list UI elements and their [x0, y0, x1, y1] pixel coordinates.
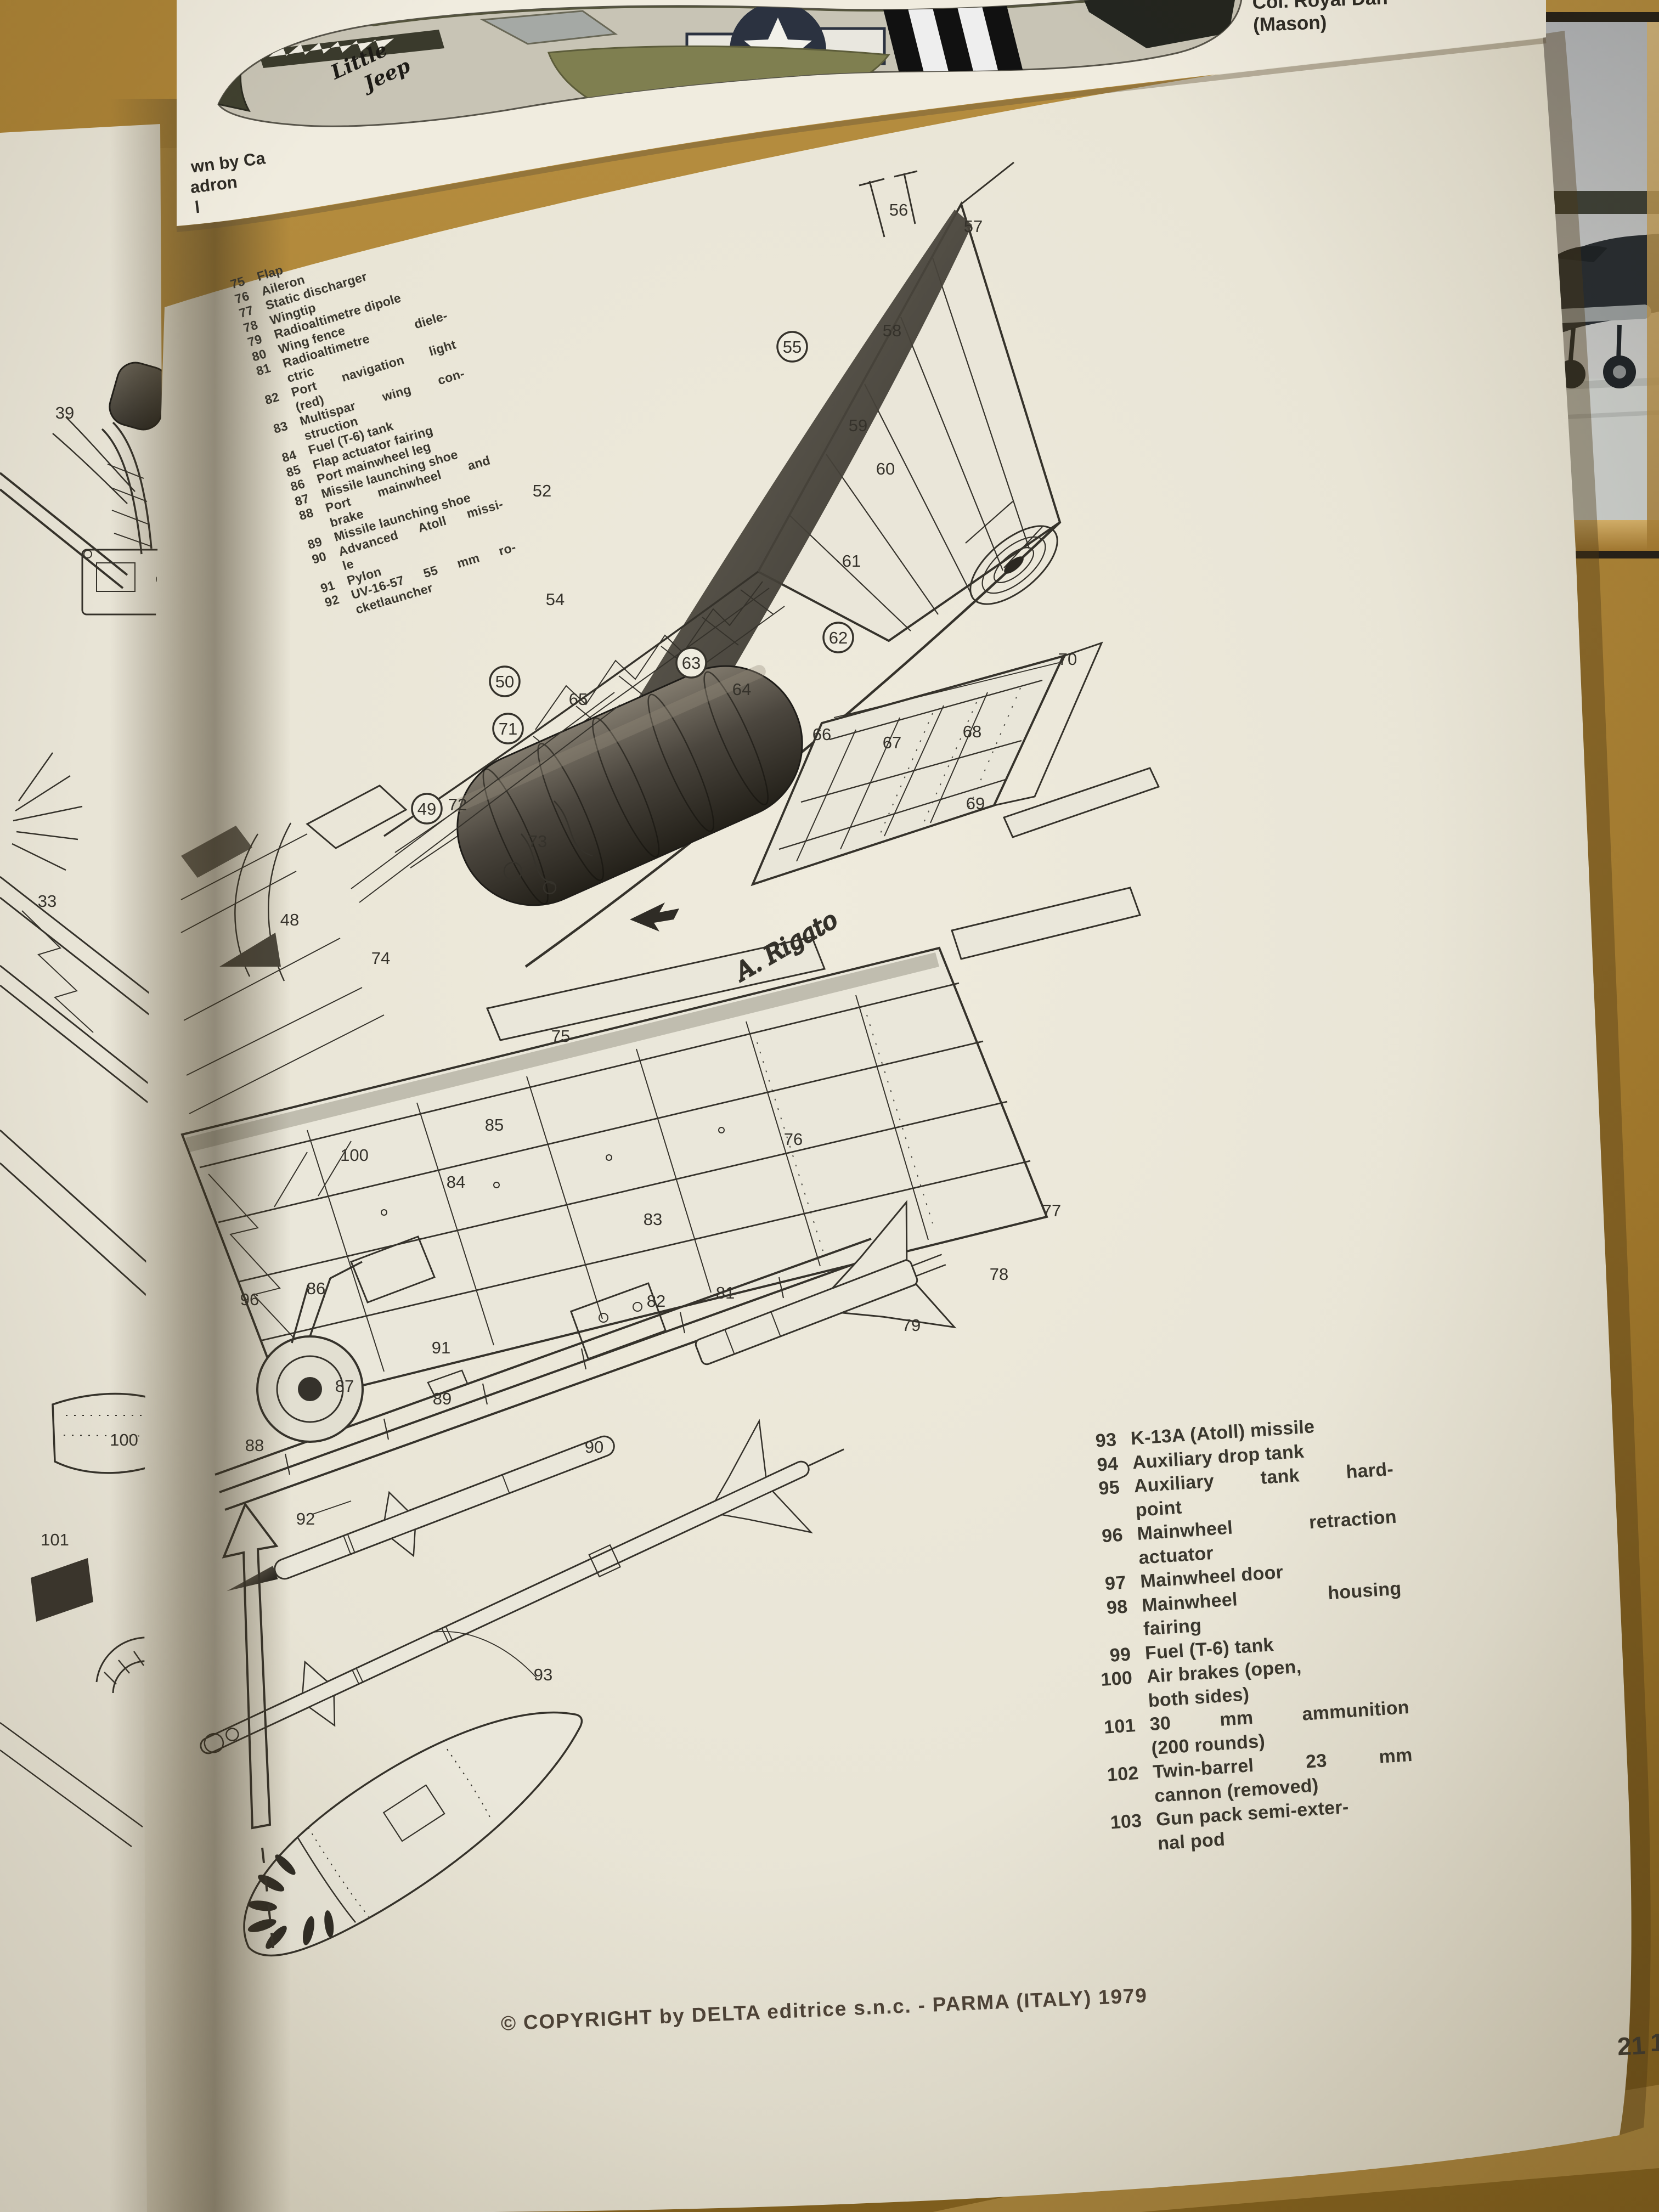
page-number-partial-digit: 1	[1650, 2028, 1659, 2057]
callout-number: 100	[340, 1146, 369, 1165]
callout-number: 72	[448, 795, 467, 814]
photo-credit-line: (Mason)	[1252, 12, 1327, 36]
callout-number: 92	[296, 1509, 315, 1528]
book-gutter-shadow	[110, 99, 291, 2212]
callout-circle	[492, 713, 524, 744]
part-number: 94	[1096, 1453, 1119, 1476]
callout-number: 82	[647, 1291, 665, 1311]
callout-number: 67	[883, 733, 901, 752]
part-number: 96	[1101, 1524, 1124, 1547]
callout-number: 87	[335, 1376, 354, 1396]
callout-number: 89	[433, 1389, 452, 1408]
callout-circle	[489, 665, 521, 697]
part-number: 101	[1103, 1715, 1137, 1738]
callout-number: 71	[499, 719, 517, 738]
callout-number: 69	[966, 794, 985, 813]
callout-number: 62	[829, 628, 848, 647]
callout-number: 78	[990, 1265, 1008, 1284]
p51-caption-fragment: wn by Ca adron l	[189, 148, 272, 217]
callout-number: 83	[644, 1210, 662, 1229]
callout-number: 59	[849, 416, 867, 435]
callout-number: 60	[876, 459, 895, 478]
callout-number: 91	[432, 1338, 450, 1357]
callout-number: 64	[732, 680, 751, 699]
part-number: 93	[1094, 1429, 1118, 1452]
photo-credit-caption: Col. Royal Dan (Mason)	[1252, 0, 1389, 36]
callout-number: 66	[812, 725, 831, 744]
callout-number: 52	[533, 481, 551, 500]
callout-number: 39	[55, 403, 74, 422]
callout-number: 70	[1058, 650, 1077, 669]
part-number: 103	[1109, 1810, 1143, 1833]
callout-number: 79	[902, 1316, 921, 1335]
callout-number: 61	[842, 551, 861, 571]
callout-circle	[411, 793, 443, 825]
callout-number: 55	[783, 337, 802, 357]
callout-number: 54	[546, 590, 565, 609]
callout-number: 65	[569, 690, 588, 709]
part-number: 99	[1109, 1643, 1132, 1666]
callout-number: 90	[585, 1437, 603, 1457]
callout-number: 75	[551, 1026, 570, 1046]
page-edge-shadow	[1543, 31, 1651, 2135]
callout-number: 76	[784, 1130, 803, 1149]
callout-number: 50	[495, 672, 514, 691]
part-number: 102	[1106, 1762, 1139, 1786]
callout-number: 84	[447, 1172, 465, 1192]
callout-number: 101	[41, 1530, 69, 1549]
callout-number: 86	[307, 1279, 325, 1298]
callout-number: 93	[534, 1665, 552, 1684]
part-number: 97	[1104, 1572, 1127, 1595]
callout-number: 33	[38, 891, 57, 911]
callout-circle	[776, 331, 808, 363]
part-number: 95	[1098, 1477, 1121, 1499]
previous-page-strip: Little Jeep	[176, 0, 1547, 232]
callout-number: 57	[964, 217, 983, 236]
p51-profile-illustration: Little Jeep	[217, 0, 1243, 127]
part-number: 98	[1105, 1596, 1128, 1618]
part-number: 100	[1100, 1667, 1133, 1691]
callout-number: 49	[417, 799, 436, 819]
callout-number: 85	[485, 1115, 504, 1135]
callout-circle	[675, 647, 707, 679]
callout-number: 63	[682, 653, 701, 673]
callout-number: 58	[883, 321, 901, 340]
callout-number: 56	[889, 200, 908, 219]
callout-number: 74	[371, 949, 390, 968]
callout-number: 77	[1042, 1201, 1061, 1220]
callout-circle	[822, 622, 854, 653]
page-number: 21	[1616, 2030, 1646, 2061]
callout-number: 81	[716, 1283, 735, 1302]
callout-number: 68	[963, 722, 981, 741]
callout-number: 73	[528, 832, 547, 851]
